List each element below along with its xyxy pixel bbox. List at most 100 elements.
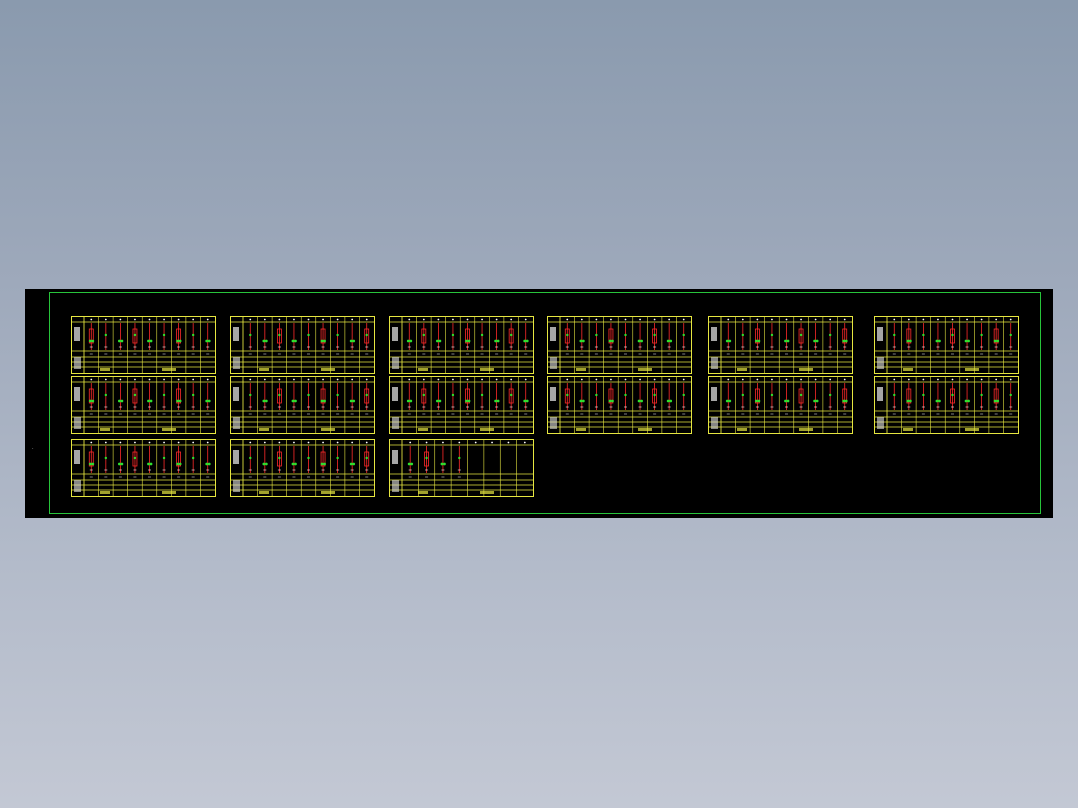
terminal-dot bbox=[177, 318, 180, 321]
schematic-sheet[interactable] bbox=[230, 316, 375, 374]
ct-symbol bbox=[435, 339, 439, 343]
schematic-sheet[interactable] bbox=[708, 316, 853, 374]
breaker-symbol bbox=[508, 328, 514, 344]
schematic-sheet[interactable] bbox=[874, 376, 1019, 434]
breaker-symbol bbox=[652, 328, 658, 344]
ct-symbol bbox=[682, 333, 685, 337]
ct-symbol bbox=[176, 339, 180, 343]
terminal-dot bbox=[163, 378, 165, 381]
ct-symbol bbox=[1009, 333, 1012, 337]
ct-symbol bbox=[828, 333, 832, 337]
terminal-dot bbox=[249, 441, 252, 444]
breaker-symbol bbox=[754, 328, 760, 344]
schematic-sheet[interactable] bbox=[547, 316, 692, 374]
terminal-dot bbox=[422, 318, 425, 321]
terminal-dot bbox=[466, 378, 469, 381]
label-block bbox=[392, 450, 398, 464]
terminal-dot bbox=[442, 441, 444, 444]
ct-symbol bbox=[669, 339, 673, 343]
ct-symbol bbox=[784, 339, 787, 343]
terminal-dot bbox=[263, 441, 266, 444]
terminal-dot bbox=[148, 318, 151, 321]
ct-symbol bbox=[323, 462, 326, 466]
ct-symbol bbox=[815, 339, 819, 343]
ct-symbol bbox=[147, 462, 150, 466]
schematic-sheet[interactable] bbox=[389, 439, 534, 497]
ct-symbol bbox=[980, 333, 983, 337]
ct-symbol bbox=[922, 393, 925, 397]
breaker-symbol bbox=[132, 451, 138, 467]
breaker-symbol bbox=[465, 388, 470, 404]
schematic-sheet[interactable] bbox=[71, 376, 216, 434]
ct-symbol bbox=[828, 393, 832, 397]
ct-symbol bbox=[307, 456, 310, 460]
label-block bbox=[233, 417, 240, 429]
label-block bbox=[550, 387, 556, 401]
label-block bbox=[550, 327, 556, 341]
terminal-dot bbox=[119, 378, 122, 381]
terminal-dot bbox=[365, 318, 368, 321]
breaker-symbol bbox=[424, 451, 429, 467]
breaker-symbol bbox=[176, 328, 182, 344]
breaker-symbol bbox=[276, 388, 282, 404]
ct-symbol bbox=[349, 339, 353, 343]
schematic-sheet[interactable] bbox=[708, 376, 853, 434]
breaker-symbol bbox=[798, 328, 804, 344]
terminal-dot bbox=[481, 318, 483, 321]
terminal-dot bbox=[351, 441, 354, 444]
ct-symbol bbox=[438, 339, 442, 343]
ct-symbol bbox=[611, 399, 614, 403]
schematic-sheet[interactable] bbox=[230, 439, 375, 497]
breaker-symbol bbox=[88, 328, 94, 344]
breaker-symbol bbox=[950, 328, 955, 344]
ct-symbol bbox=[509, 333, 513, 337]
ct-symbol bbox=[935, 339, 939, 343]
ct-symbol bbox=[523, 339, 527, 343]
sheet-tag bbox=[480, 428, 494, 431]
sheet-tag bbox=[638, 428, 652, 431]
breaker-symbol bbox=[993, 388, 999, 404]
ct-symbol bbox=[278, 333, 281, 337]
schematic-sheet[interactable] bbox=[389, 316, 534, 374]
ct-symbol bbox=[149, 399, 153, 403]
schematic-sheet[interactable] bbox=[71, 439, 216, 497]
ct-symbol bbox=[893, 393, 896, 397]
sheet-tag bbox=[321, 491, 335, 494]
terminal-dot bbox=[495, 318, 498, 321]
ct-symbol bbox=[893, 333, 896, 337]
sheet-tag bbox=[418, 428, 428, 431]
label-block bbox=[233, 387, 239, 401]
ct-symbol bbox=[409, 399, 413, 403]
ct-symbol bbox=[409, 339, 413, 343]
terminal-dot bbox=[163, 318, 165, 321]
schematic-sheet[interactable] bbox=[874, 316, 1019, 374]
terminal-dot bbox=[756, 378, 759, 381]
ct-symbol bbox=[608, 339, 612, 343]
terminal-dot bbox=[336, 318, 339, 321]
ct-symbol bbox=[666, 399, 670, 403]
schematic-sheet[interactable] bbox=[71, 316, 216, 374]
breaker-symbol bbox=[906, 388, 912, 404]
sheet-tag bbox=[799, 428, 813, 431]
breaker-symbol bbox=[276, 328, 282, 344]
breaker-symbol bbox=[320, 451, 326, 467]
ct-symbol bbox=[908, 339, 912, 343]
label-block bbox=[392, 417, 399, 429]
ct-symbol bbox=[307, 393, 310, 397]
ct-symbol bbox=[964, 399, 968, 403]
label-block bbox=[233, 480, 240, 492]
ct-symbol bbox=[438, 399, 442, 403]
sheet-tag bbox=[799, 368, 813, 371]
terminal-dot bbox=[206, 318, 209, 321]
ct-symbol bbox=[443, 462, 446, 466]
label-block bbox=[392, 480, 399, 492]
cad-viewport[interactable]: · bbox=[25, 289, 1053, 518]
ct-symbol bbox=[191, 333, 195, 337]
sheet-tag bbox=[162, 428, 176, 431]
ct-symbol bbox=[451, 393, 455, 397]
schematic-sheet[interactable] bbox=[230, 376, 375, 434]
schematic-sheet[interactable] bbox=[547, 376, 692, 434]
schematic-sheet[interactable] bbox=[389, 376, 534, 434]
sheet-drawing bbox=[875, 377, 1018, 433]
label-block bbox=[711, 357, 718, 369]
